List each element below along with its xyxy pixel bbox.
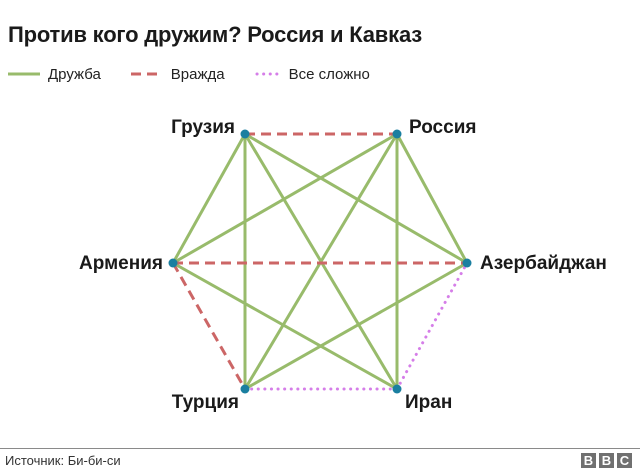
source-text: Источник: Би-би-си [5, 453, 121, 468]
node-dot-russia [392, 129, 402, 139]
edge-azerbaijan-turkey [244, 261, 468, 391]
node-label-azerbaijan: Азербайджан [480, 253, 607, 274]
node-dot-georgia [240, 129, 250, 139]
node-label-russia: Россия [409, 117, 477, 138]
bbc-logo-letter: B [581, 453, 596, 468]
node-label-turkey: Турция [171, 392, 239, 413]
footer-divider [0, 448, 640, 449]
legend-item-friendship: Дружба [8, 66, 101, 83]
node-label-armenia: Армения [79, 253, 163, 274]
legend-label-complicated: Все сложно [288, 65, 370, 83]
legend-label-friendship: Дружба [48, 65, 101, 83]
bbc-logo: B B C [578, 453, 632, 468]
edge-russia-azerbaijan [395, 133, 469, 264]
node-dot-armenia [168, 258, 178, 268]
legend: Дружба Вражда Все сложно [8, 64, 400, 84]
edge-armenia-iran [172, 261, 398, 391]
node-label-georgia: Грузия [171, 117, 235, 138]
bbc-logo-letter: B [599, 453, 614, 468]
edge-armenia-turkey [171, 262, 247, 390]
node-dot-azerbaijan [462, 258, 472, 268]
legend-item-complicated: Все сложно [255, 66, 370, 83]
edge-iran-azerbaijan [395, 261, 469, 391]
legend-item-hostility: Вражда [130, 65, 225, 83]
dotted-line-swatch-icon [255, 72, 281, 76]
node-dot-turkey [240, 384, 250, 394]
solid-line-swatch-icon [8, 72, 40, 76]
dashed-line-swatch-icon [130, 72, 163, 76]
node-label-iran: Иран [405, 392, 453, 413]
bbc-logo-letter: C [617, 453, 632, 468]
node-dot-iran [392, 384, 402, 394]
edge-georgia-armenia [171, 133, 247, 264]
edge-russia-armenia [172, 132, 398, 265]
edge-georgia-azerbaijan [244, 132, 468, 265]
legend-label-hostility: Вражда [170, 65, 225, 83]
chart-title: Против кого дружим? Россия и Кавказ [8, 22, 422, 47]
